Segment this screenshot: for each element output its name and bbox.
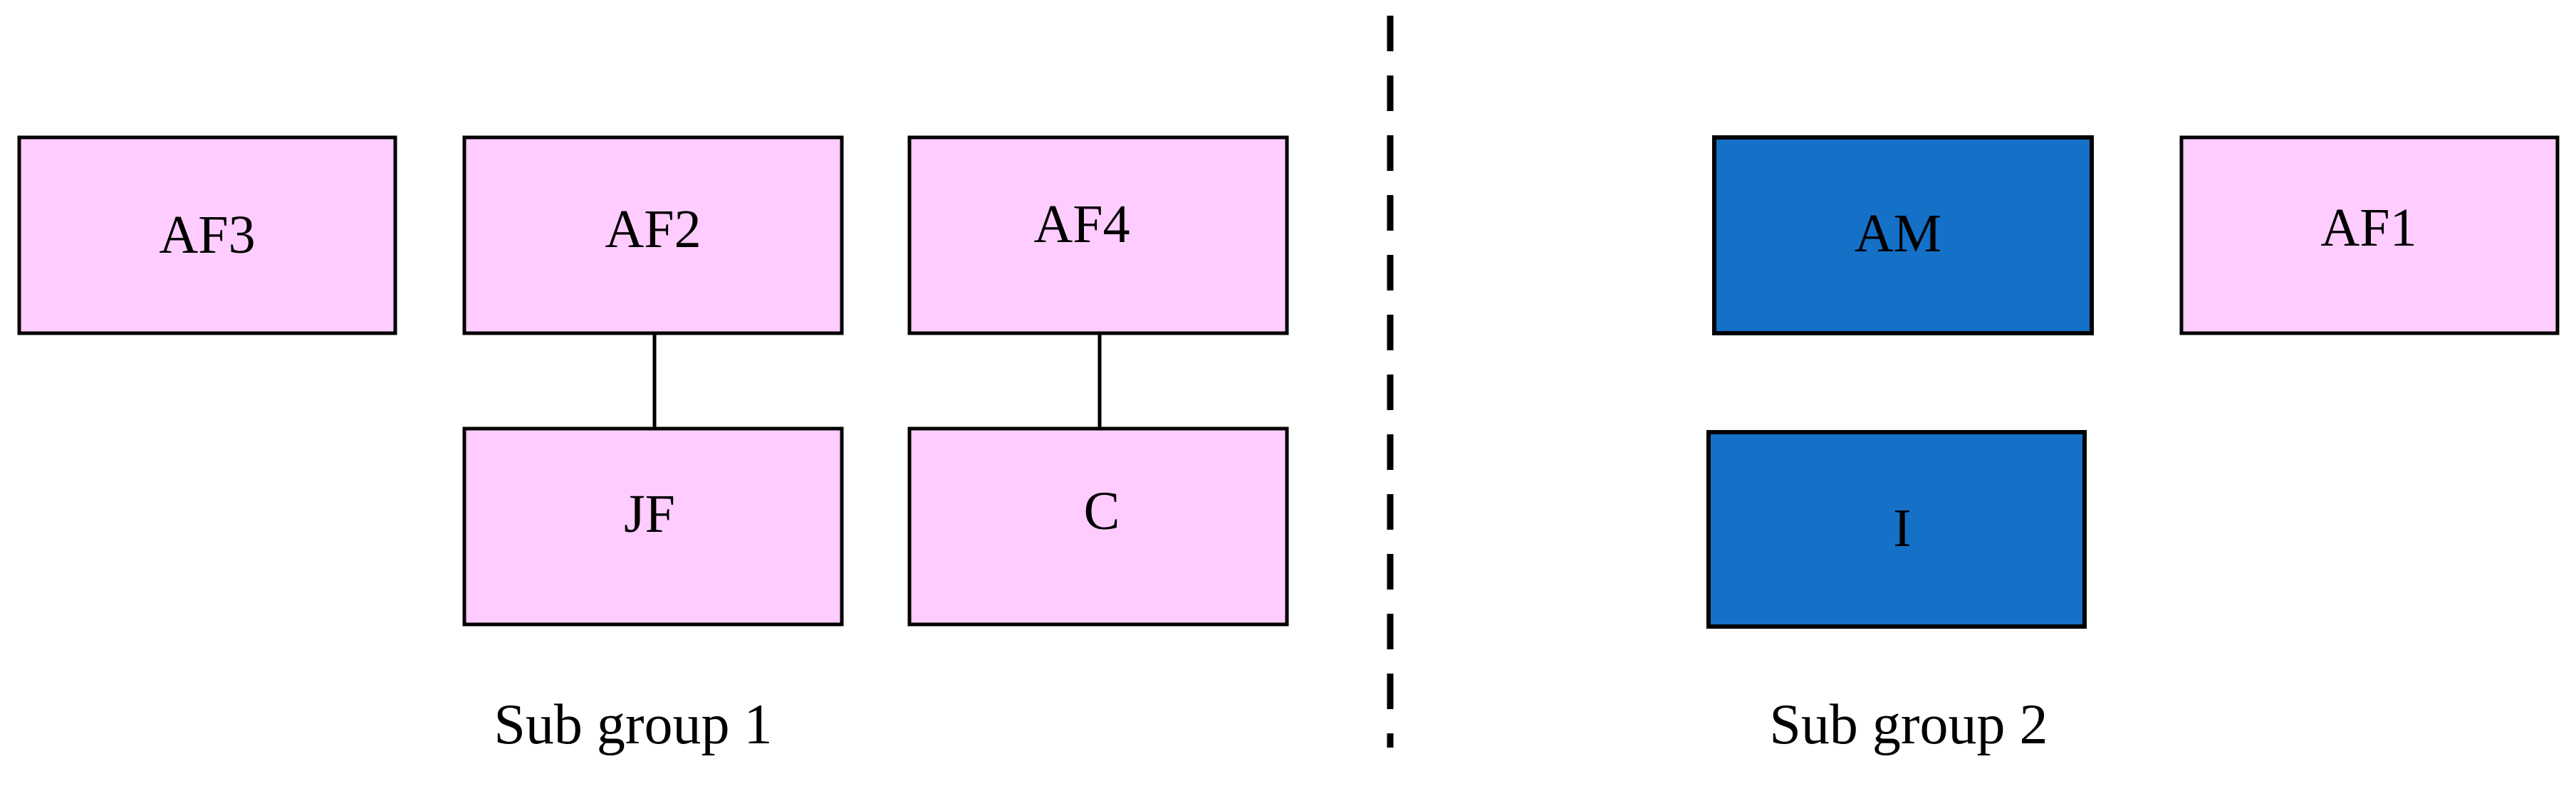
node-af2-box xyxy=(462,135,844,335)
node-i: I xyxy=(1706,430,2087,629)
node-af4-box xyxy=(907,135,1289,335)
node-i-label: I xyxy=(1893,498,1911,558)
node-c: C xyxy=(907,426,1289,627)
node-af1: AF1 xyxy=(2179,135,2560,335)
node-af3: AF3 xyxy=(17,135,397,335)
node-af3-label: AF3 xyxy=(159,205,255,265)
node-jf-label: JF xyxy=(624,484,675,544)
node-am: AM xyxy=(1712,135,2094,335)
node-af1-box xyxy=(2179,135,2560,335)
node-jf-box xyxy=(462,426,844,627)
node-af2-label: AF2 xyxy=(605,199,701,259)
node-af4-label: AF4 xyxy=(1033,194,1130,254)
node-c-box xyxy=(907,426,1289,627)
node-i-box xyxy=(1706,430,2087,629)
node-af3-box xyxy=(17,135,397,335)
node-c-label: C xyxy=(1084,481,1120,541)
node-am-box xyxy=(1712,135,2094,335)
group-caption-1: Sub group 1 xyxy=(494,693,772,756)
node-af2: AF2 xyxy=(462,135,844,335)
node-jf: JF xyxy=(462,426,844,627)
node-am-label: AM xyxy=(1855,204,1941,263)
node-af4: AF4 xyxy=(907,135,1289,335)
node-af1-label: AF1 xyxy=(2320,198,2416,258)
group-caption-2: Sub group 2 xyxy=(1769,693,2048,756)
